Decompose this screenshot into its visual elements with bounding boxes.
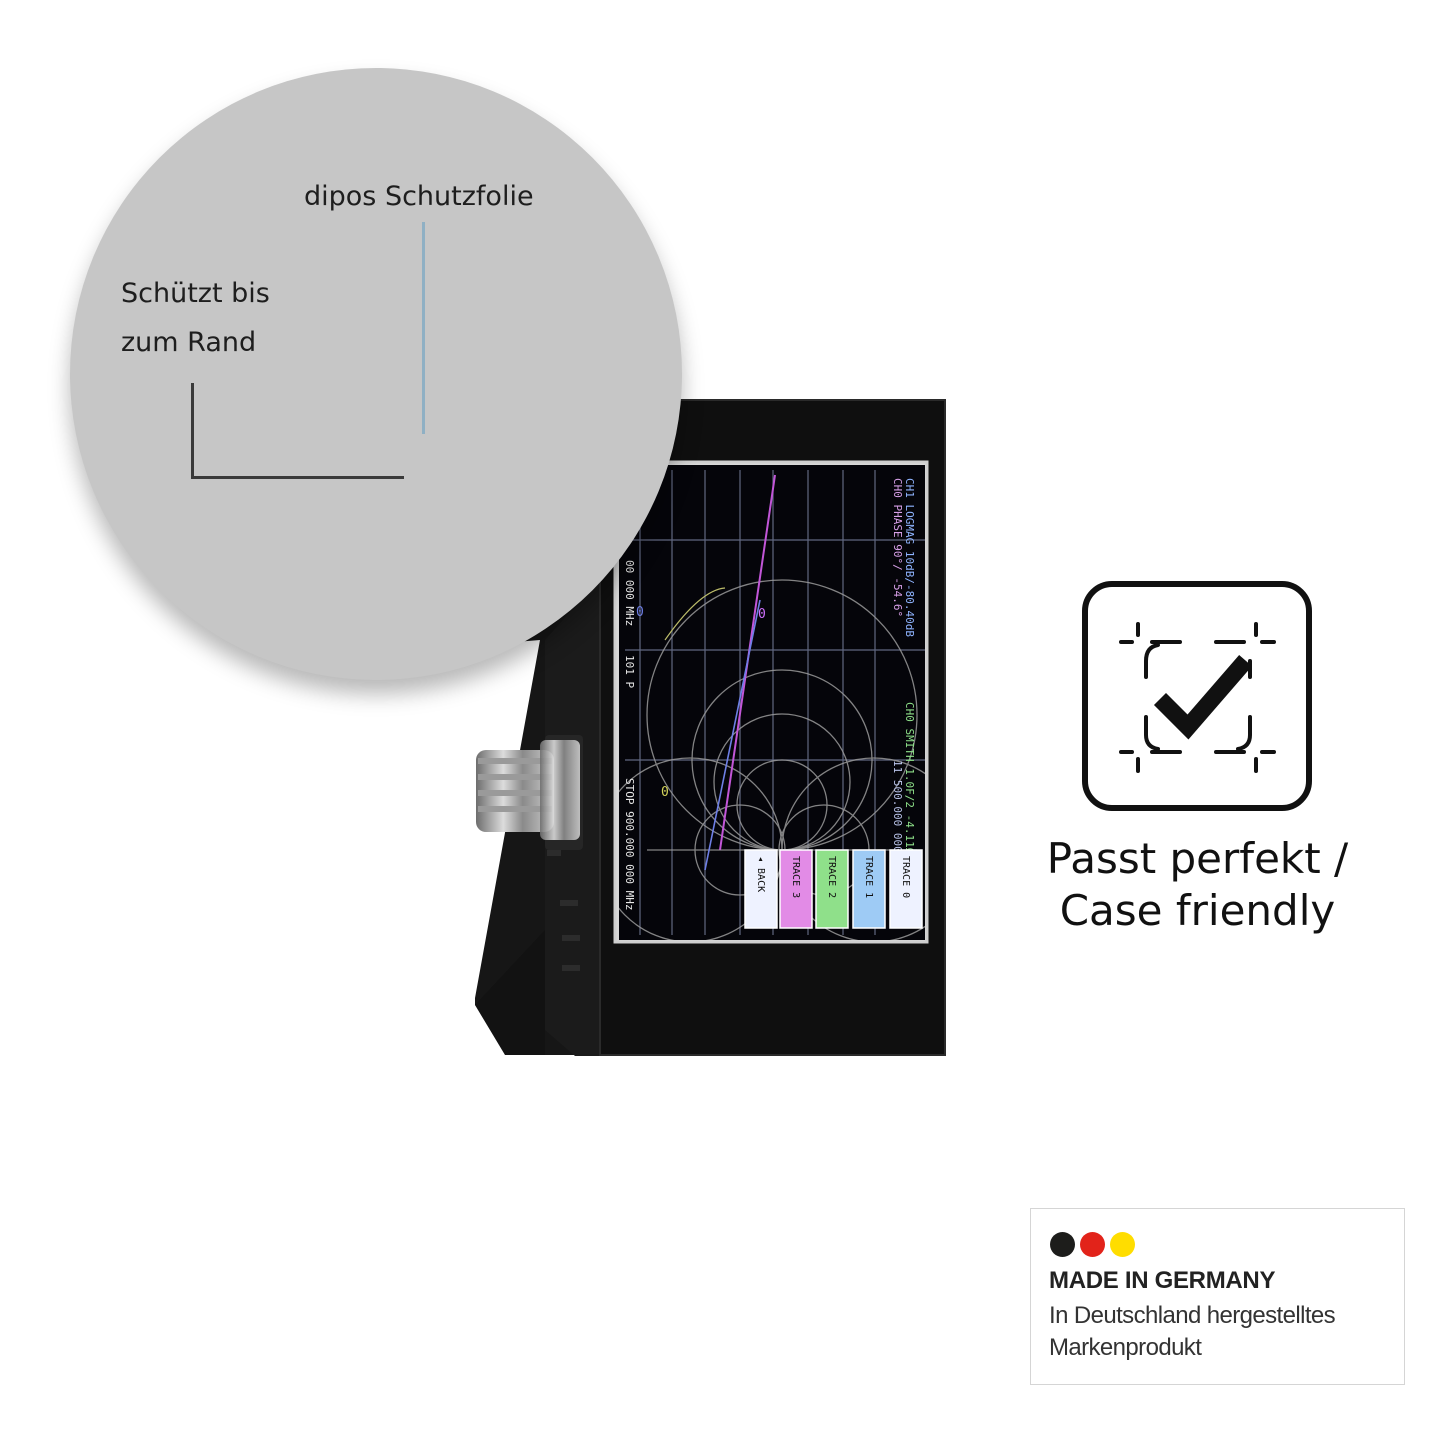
screen-header-1: CH1 LOGMAG 10dB/-80.40dB [903, 478, 916, 637]
svg-text:0: 0 [758, 607, 766, 622]
screen-menu-button[interactable]: ◂ BACK [744, 849, 778, 929]
screen-menu-label: TRACE 3 [790, 856, 801, 898]
zoom-subtitle-line2: zum Rand [121, 327, 257, 358]
made-in-germany-badge: MADE IN GERMANY In Deutschland hergestel… [1030, 1208, 1405, 1385]
screen-menu-button[interactable]: TRACE 3 [779, 849, 813, 929]
screen-stop-label: STOP 900.000 000 MHz [623, 778, 636, 910]
checkmark-frame-icon [1082, 581, 1312, 811]
zoom-subtitle-line1: Schützt bis [121, 278, 270, 309]
badge-line2: Markenprodukt [1049, 1334, 1202, 1361]
sma-connector [476, 735, 583, 850]
screen-menu: TRACE 0 TRACE 1 TRACE 2 TRACE 3 ◂ BACK [744, 849, 923, 929]
screen-menu-button[interactable]: TRACE 0 [889, 849, 923, 929]
badge-subtitle: In Deutschland hergestelltes Markenprodu… [1049, 1300, 1399, 1364]
feature-caption: Passt perfekt / Case friendly [1000, 833, 1395, 937]
screen-menu-button[interactable]: TRACE 2 [815, 849, 849, 929]
pointer-line [422, 222, 425, 434]
screen-menu-label: ◂ BACK [755, 856, 766, 892]
svg-text:0: 0 [661, 785, 669, 800]
feature-caption-line1: Passt perfekt / [1046, 834, 1349, 883]
screen-points-label: 101 P [623, 655, 636, 688]
stand-back [292, 566, 612, 1055]
screen-menu-label: TRACE 0 [900, 856, 911, 898]
trace-blue [704, 599, 761, 871]
screen-header-2: CH0 PHASE 90°/ -54.6° [891, 478, 904, 617]
zoom-circle: dipos Schutzfolie Schützt bis zum Rand [70, 68, 682, 680]
screen-start-label: 00 000 MHz [623, 560, 636, 626]
stand-wedge [475, 930, 545, 1055]
flag-dot-gold [1110, 1232, 1135, 1257]
screen-menu-label: TRACE 1 [863, 856, 874, 898]
feature-caption-line2: Case friendly [1059, 886, 1336, 935]
badge-title: MADE IN GERMANY [1049, 1267, 1276, 1294]
flag-dot-black [1050, 1232, 1075, 1257]
badge-line1: In Deutschland hergestelltes [1049, 1302, 1336, 1329]
flag-dot-red [1080, 1232, 1105, 1257]
screen-smith-label: CH0 SMITH 1.0F/2 -4.11Ω [903, 702, 916, 855]
corner-marker-vertical [191, 383, 194, 479]
zoom-title: dipos Schutzfolie [304, 181, 534, 212]
screen-menu-label: TRACE 2 [826, 856, 837, 898]
checkmark-icon-graphic [1119, 622, 1276, 773]
screen-menu-button[interactable]: TRACE 1 [852, 849, 886, 929]
svg-text:0: 0 [636, 605, 644, 620]
corner-marker-horizontal [191, 476, 404, 479]
